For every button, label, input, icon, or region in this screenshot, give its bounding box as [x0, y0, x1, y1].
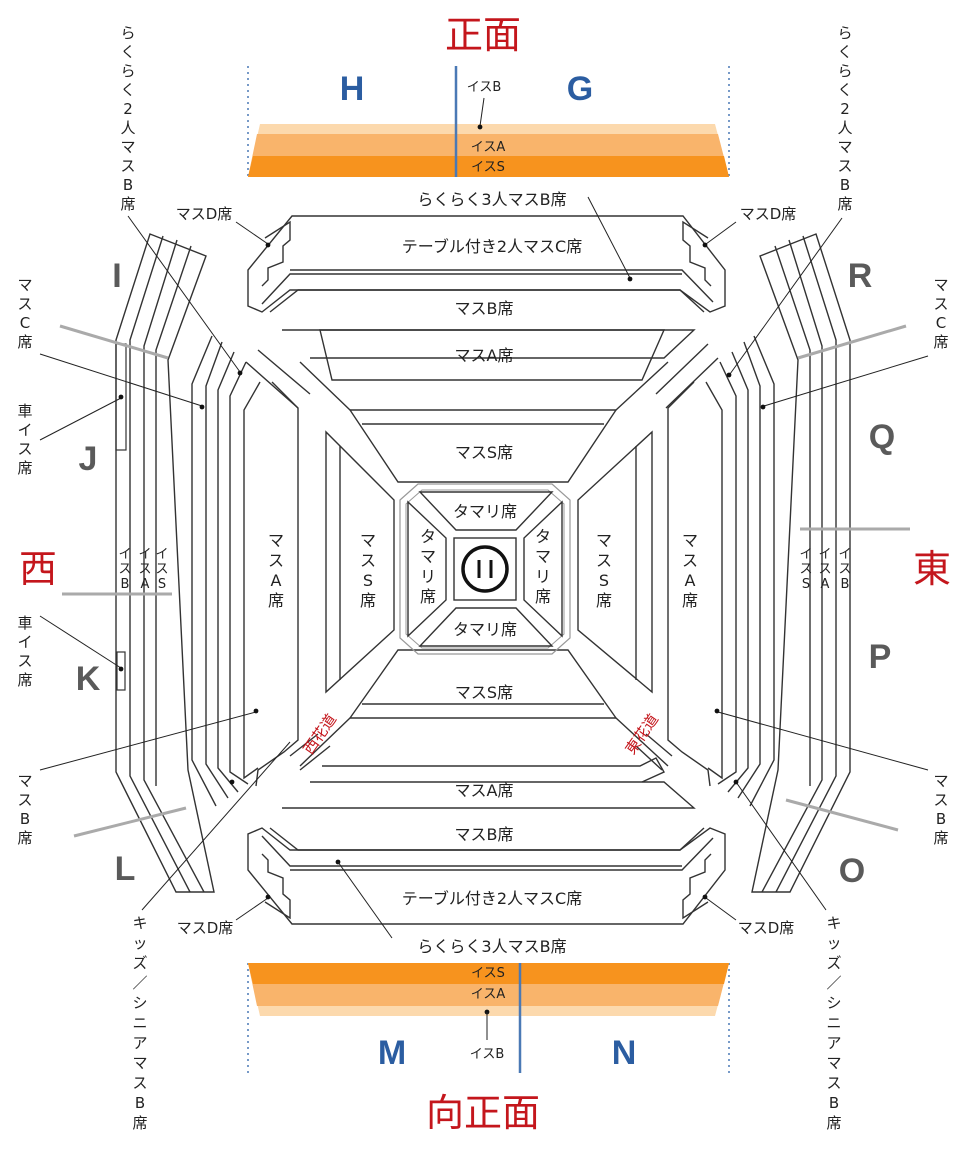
south-table2-label: テーブル付き2人マスC席 — [402, 889, 582, 908]
north-chair-a-label: イスA — [471, 140, 506, 155]
north-chair-s-band — [248, 156, 729, 177]
north-rakuraku3-label: らくらく3人マスB席 — [417, 190, 566, 209]
north-table2-label: テーブル付き2人マスC席 — [402, 237, 582, 256]
block-J: J — [79, 440, 98, 478]
south-masu-s-label: マスS席 — [455, 683, 513, 702]
block-I: I — [112, 257, 121, 295]
block-O: O — [839, 852, 865, 890]
west-wheelchair-label-1: 車イス席 — [17, 402, 32, 477]
block-Q: Q — [869, 418, 895, 456]
tamari-south-label: タマリ席 — [453, 620, 517, 639]
south-chair-s-label: イスS — [471, 966, 505, 981]
north-chair-b-label: イスB — [467, 80, 502, 95]
center-section: マスS席 マスS席 タマリ席 タマリ席 — [245, 343, 719, 771]
south-chair-b-label: イスB — [470, 1047, 505, 1062]
direction-south-label: 向正面 — [426, 1091, 540, 1135]
block-G: G — [567, 70, 593, 108]
block-K: K — [76, 660, 101, 698]
north-chair-stand: H G イスB イスA イスS — [247, 66, 730, 177]
south-masu-section: マスA席 マスB席 テーブル付き2人マスC席 らくらく3人マスB席 マスD席 マ… — [177, 757, 795, 956]
block-L: L — [115, 850, 136, 888]
north-masu-d-left-label: マスD席 — [176, 205, 233, 223]
block-R: R — [848, 257, 873, 295]
west-wheelchair-area-2 — [116, 651, 126, 691]
direction-east-label: 東 — [913, 547, 951, 591]
direction-north-label: 正面 — [445, 13, 521, 57]
south-rakuraku3-label: らくらく3人マスB席 — [417, 937, 566, 956]
north-masu-a-label: マスA席 — [455, 346, 514, 365]
south-masu-d-right-label: マスD席 — [738, 919, 795, 937]
tamari-east-label: タマリ席 — [535, 527, 551, 606]
block-N: N — [612, 1034, 637, 1072]
block-H: H — [340, 70, 365, 108]
south-chair-stand: イスS イスA イスB M N — [247, 963, 730, 1073]
dohyo-ring — [461, 545, 509, 593]
block-M: M — [378, 1034, 406, 1072]
north-masu-d-right-label: マスD席 — [740, 205, 797, 223]
tamari-north-label: タマリ席 — [453, 502, 517, 521]
north-masu-section: らくらく3人マスB席 テーブル付き2人マスC席 マスB席 マスA席 マスD席 マ… — [176, 190, 797, 381]
west-wheelchair-label-2: 車イス席 — [17, 614, 32, 689]
north-masu-b-label: マスB席 — [455, 299, 514, 318]
south-chair-a-label: イスA — [471, 987, 506, 1002]
south-chair-s-band — [248, 963, 729, 984]
south-masu-a-label: マスA席 — [455, 781, 514, 800]
south-masu-b-label: マスB席 — [455, 825, 514, 844]
direction-west-label: 西 — [19, 547, 57, 591]
north-masu-s-label: マスS席 — [455, 443, 513, 462]
south-masu-d-left-label: マスD席 — [177, 919, 234, 937]
block-P: P — [869, 638, 892, 676]
tamari-west-label: タマリ席 — [420, 527, 436, 606]
north-chair-s-label: イスS — [471, 160, 505, 175]
